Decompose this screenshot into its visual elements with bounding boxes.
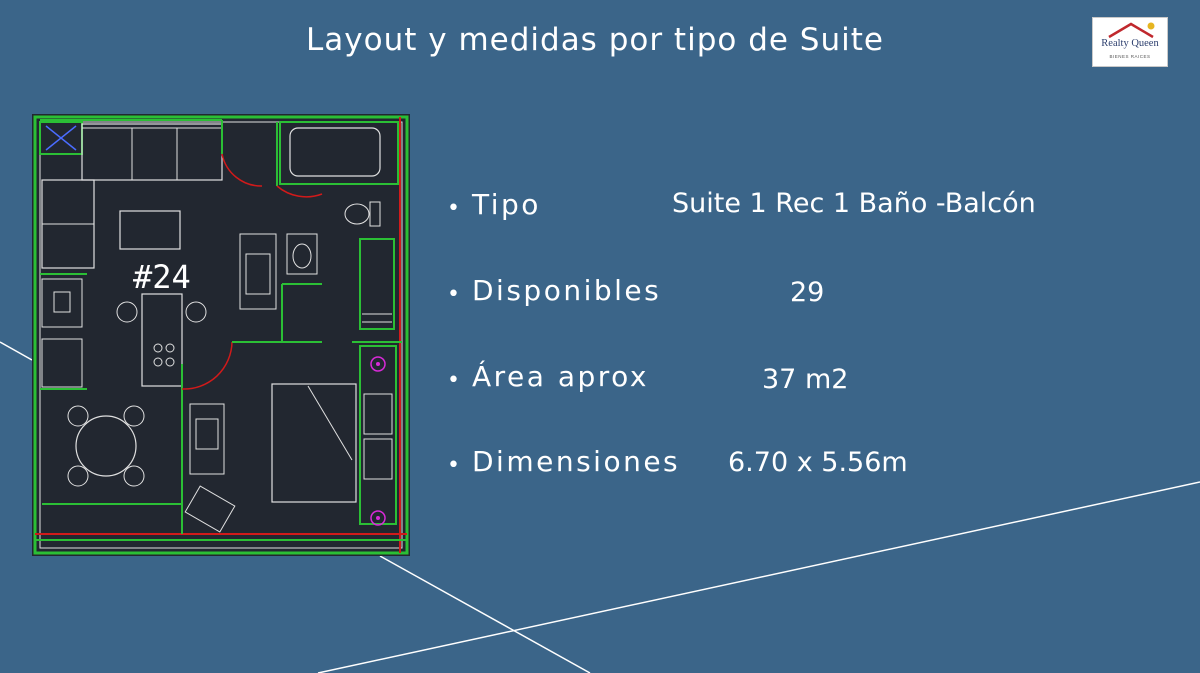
spec-value-dimensiones: 6.70 x 5.56m xyxy=(728,447,908,478)
floor-plan: #24 xyxy=(32,114,410,556)
spec-label-dimensiones: Dimensiones xyxy=(472,445,681,478)
spec-value-area: 37 m2 xyxy=(762,364,849,395)
realty-queen-logo: Realty Queen BIENES RAICES xyxy=(1092,17,1168,67)
logo-name: Realty Queen xyxy=(1101,38,1159,49)
slide-title: Layout y medidas por tipo de Suite xyxy=(306,22,884,58)
logo-tagline: BIENES RAICES xyxy=(1109,54,1151,59)
spec-label-disponibles: Disponibles xyxy=(472,274,662,307)
unit-number-label: #24 xyxy=(133,258,191,296)
bullet-icon: • xyxy=(447,196,460,221)
house-roof-icon xyxy=(1108,22,1155,39)
bullet-icon: • xyxy=(447,282,460,307)
spec-value-tipo: Suite 1 Rec 1 Baño -Balcón xyxy=(672,188,1036,219)
bullet-icon: • xyxy=(447,368,460,393)
floor-plan-drawing xyxy=(33,115,409,555)
spec-label-area: Área aprox xyxy=(472,360,650,393)
spec-label-tipo: Tipo xyxy=(472,188,541,221)
spec-value-disponibles: 29 xyxy=(790,277,825,308)
bullet-icon: • xyxy=(447,453,460,478)
